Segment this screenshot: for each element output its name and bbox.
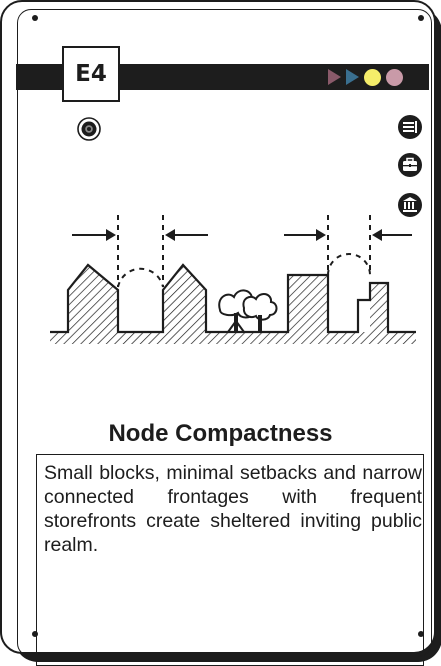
corner-dot-top-left [32, 15, 38, 21]
corner-dot-bottom-left [32, 631, 38, 637]
list-icon[interactable] [397, 114, 423, 140]
card-code: E4 [62, 46, 120, 102]
indicator-triangle-1 [328, 69, 341, 85]
compact-streetscape-illustration [50, 215, 416, 344]
corner-dot-top-right [418, 15, 424, 21]
card-inner-frame [17, 9, 432, 657]
indicator-circle-1 [364, 68, 381, 86]
category-indicators [328, 67, 403, 87]
indicator-triangle-2 [346, 69, 359, 85]
corner-dot-bottom-right [418, 631, 424, 637]
briefcase-icon[interactable] [397, 152, 423, 178]
target-icon[interactable] [77, 117, 101, 141]
card-title: Node Compactness [108, 420, 333, 447]
institution-icon[interactable] [397, 192, 423, 218]
card-description: Small blocks, minimal setbacks and narro… [44, 462, 422, 556]
indicator-circle-2 [386, 68, 403, 86]
